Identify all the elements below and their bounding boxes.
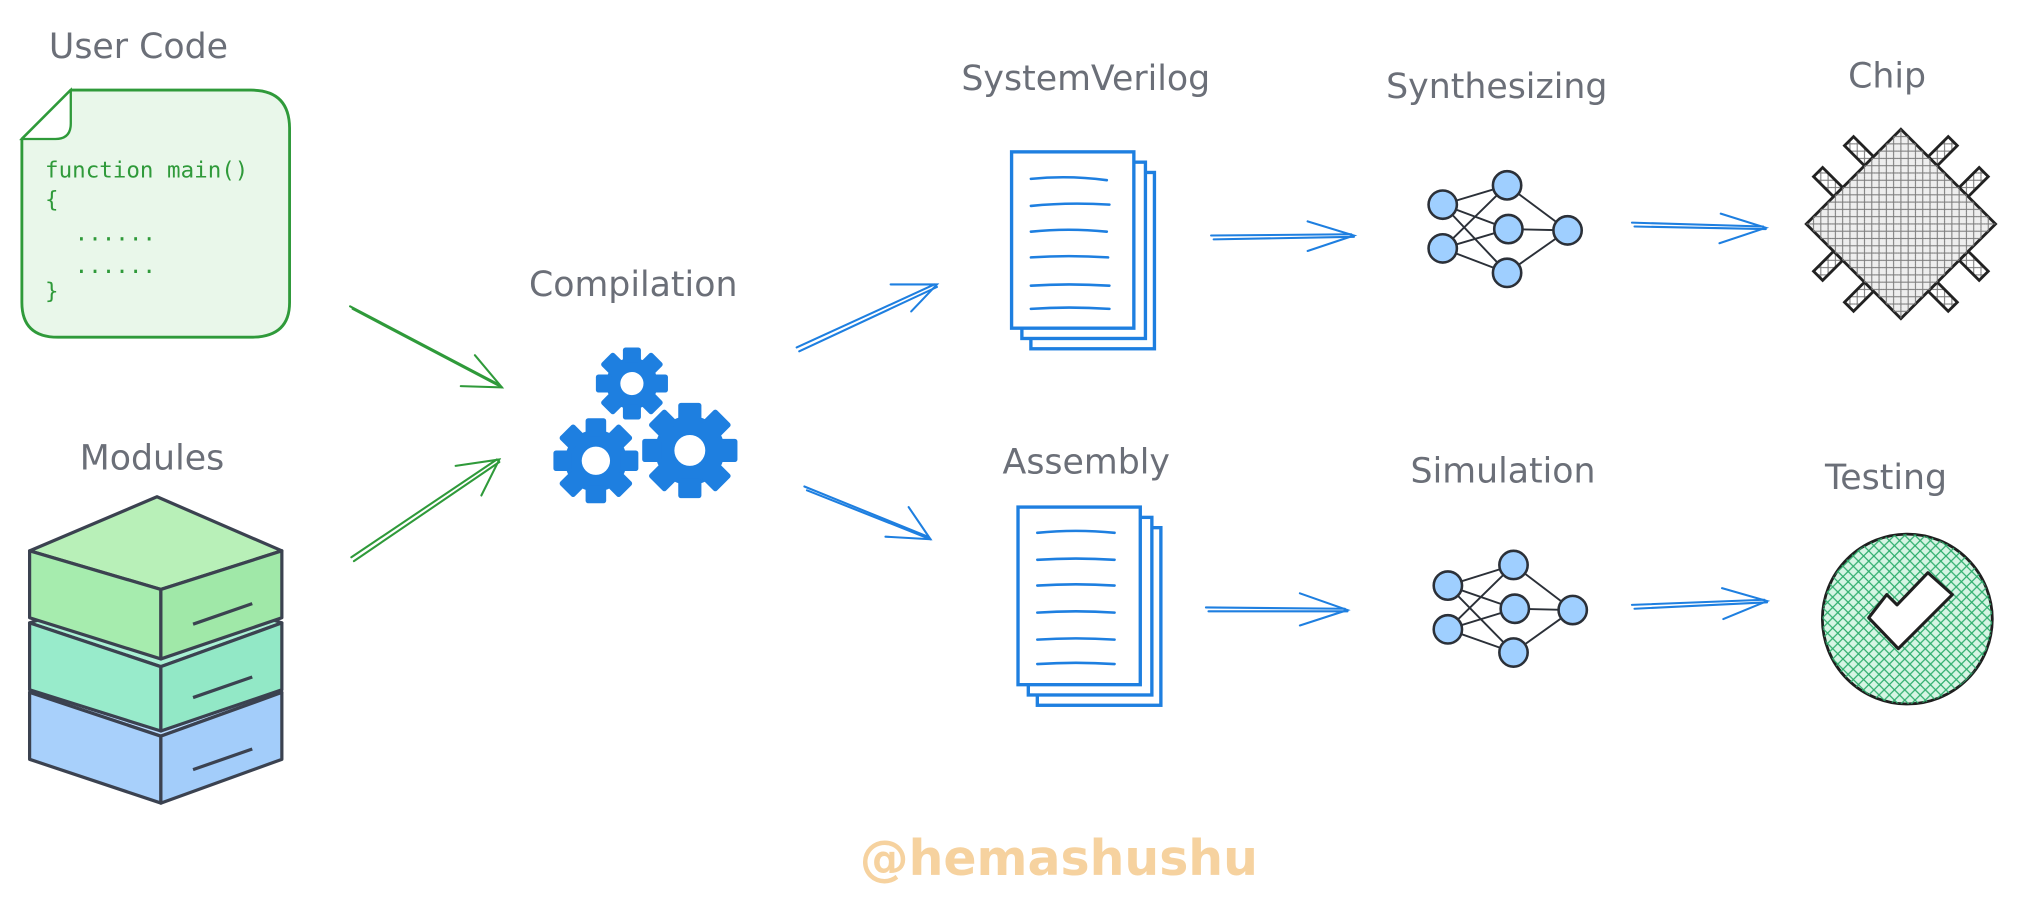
chip-icon (1804, 127, 1998, 321)
arrow-compile-to-assembly (803, 485, 933, 541)
arrow-systemverilog-to-synthesizing (1210, 220, 1358, 252)
arrow-code-to-compile (349, 305, 505, 389)
code-document: function main() { ...... ...... } (19, 87, 291, 339)
modules-stack-icon (27, 495, 284, 805)
arrow-synthesizing-to-chip (1630, 212, 1770, 245)
assembly-label: Assembly (1003, 443, 1170, 483)
simulation-network-icon (1432, 549, 1589, 668)
assembly-document-icon (1016, 505, 1163, 707)
code-line-2: { (45, 187, 59, 213)
simulation-label: Simulation (1411, 452, 1596, 492)
user-code-label: User Code (49, 27, 228, 67)
check-circle-icon (1820, 532, 1994, 706)
watermark: @hemashushu (860, 830, 1258, 887)
arrow-assembly-to-simulation (1204, 592, 1351, 627)
gears-icon (553, 347, 738, 504)
testing-label: Testing (1824, 458, 1947, 498)
code-line-5: } (45, 279, 59, 305)
systemverilog-document-icon (1009, 150, 1157, 351)
arrow-compile-to-systemverilog (795, 283, 940, 353)
synthesizing-network-icon (1427, 169, 1584, 289)
arrow-simulation-to-testing (1630, 587, 1771, 621)
code-line-1: function main() (45, 158, 248, 184)
compilation-label: Compilation (529, 265, 738, 305)
systemverilog-label: SystemVerilog (961, 59, 1210, 99)
arrow-modules-to-compile (350, 458, 502, 563)
chip-label: Chip (1848, 57, 1926, 97)
synthesizing-label: Synthesizing (1386, 67, 1607, 107)
code-line-3: ...... (75, 221, 156, 247)
code-line-4: ...... (75, 253, 156, 279)
modules-label: Modules (80, 439, 224, 479)
